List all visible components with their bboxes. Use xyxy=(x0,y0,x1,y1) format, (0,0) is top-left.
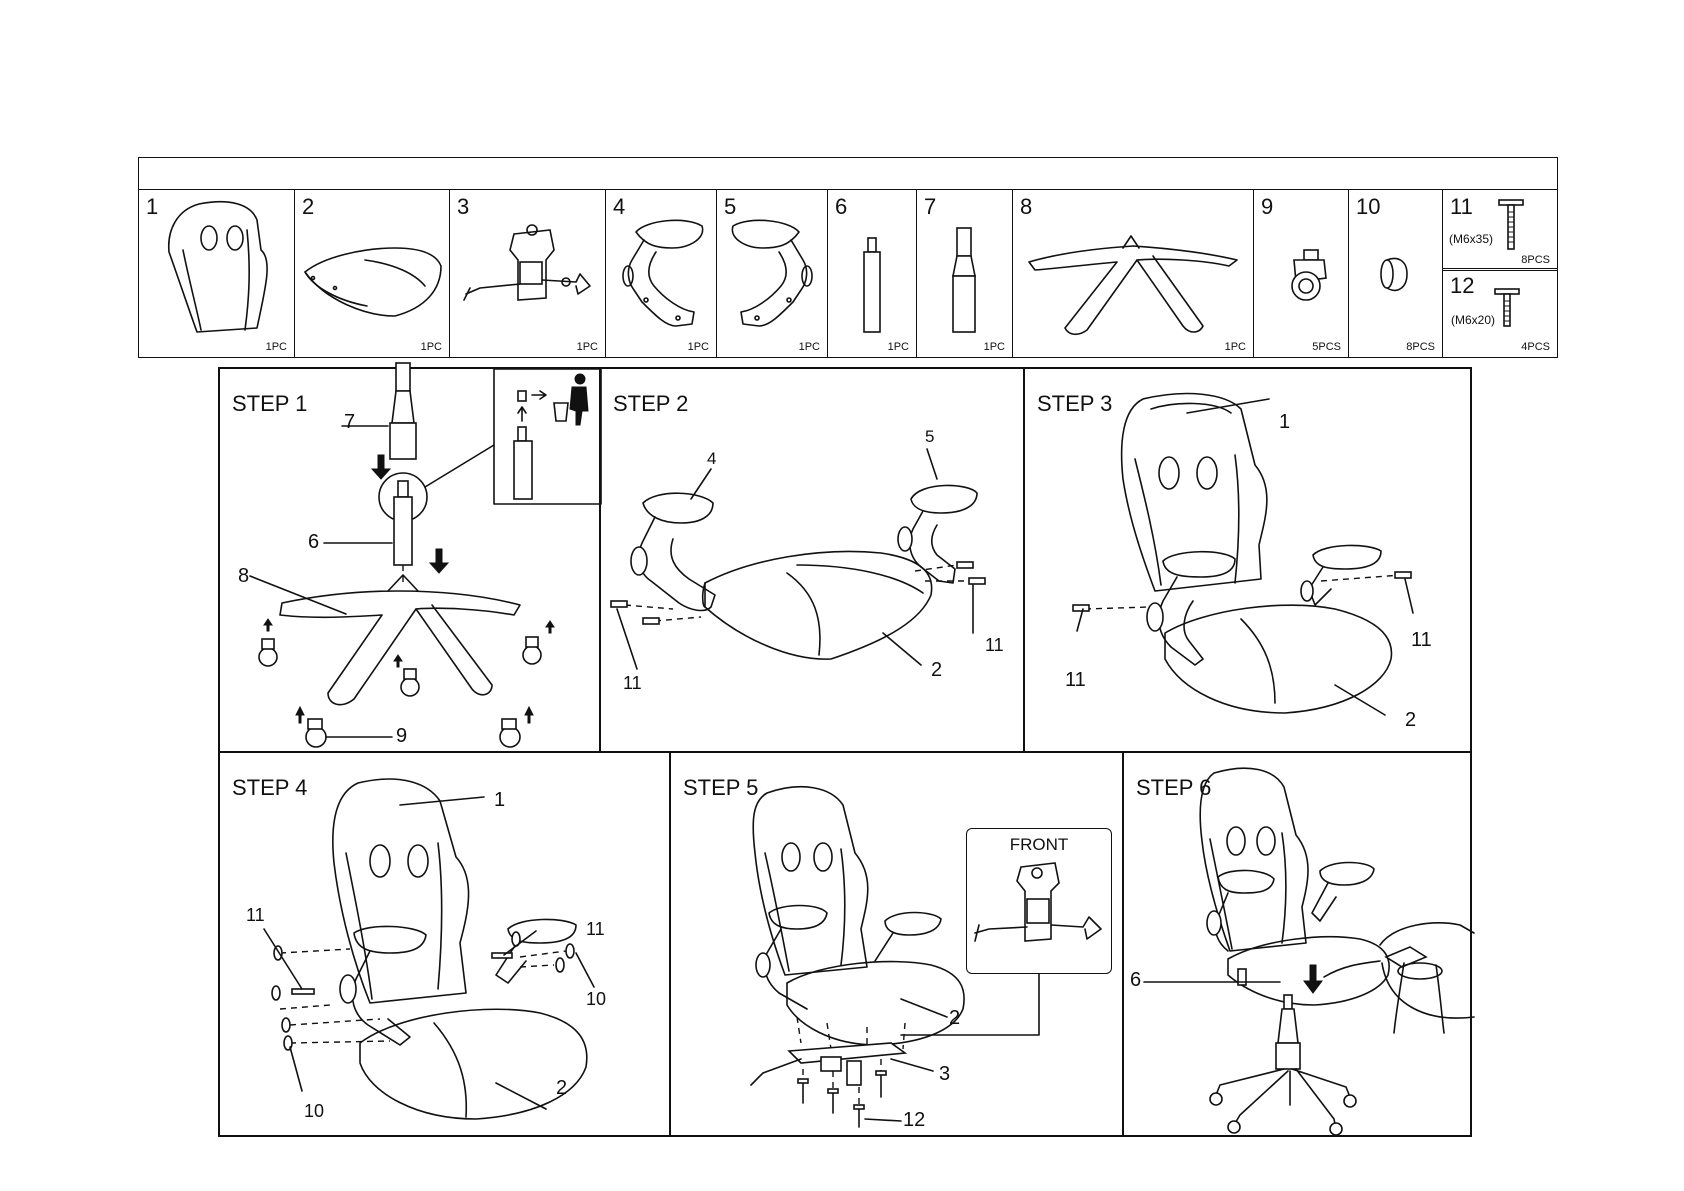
step-4-panel: STEP 4 1 11 11 10 2 10 xyxy=(218,751,671,1137)
part-number: 10 xyxy=(1356,194,1381,219)
step-title: STEP 1 xyxy=(232,391,308,416)
parts-header-bar xyxy=(138,157,1558,190)
part-number: 11 xyxy=(1450,194,1473,219)
part-quantity: 8PCS xyxy=(1406,341,1435,353)
front-label: FRONT xyxy=(1009,835,1069,854)
part-number: 4 xyxy=(613,194,626,219)
callout-11-right: 11 xyxy=(985,635,1004,655)
callout-11-right: 11 xyxy=(1411,629,1432,651)
part-quantity: 8PCS xyxy=(1521,254,1550,266)
tilt-mechanism-icon xyxy=(974,862,1102,942)
callout-4: 4 xyxy=(707,449,717,468)
part-quantity: 1PC xyxy=(687,341,709,353)
step-title: STEP 4 xyxy=(232,775,308,800)
cap-icon xyxy=(1380,257,1408,292)
callout-6: 6 xyxy=(1130,969,1142,991)
step-6-illustration xyxy=(1143,767,1475,1136)
callout-8: 8 xyxy=(238,565,250,587)
part-4: 4 1PC xyxy=(605,189,717,358)
part-quantity: 5PCS xyxy=(1312,341,1341,353)
part-spec: (M6x35) xyxy=(1449,232,1494,246)
callout-7: 7 xyxy=(344,411,356,433)
seat-cushion-icon xyxy=(304,247,442,317)
part-1: 1 1PC xyxy=(138,189,295,358)
step-title: STEP 6 xyxy=(1136,775,1212,800)
part-11: 11 (M6x35) 8PCS xyxy=(1442,189,1558,271)
part-quantity: 1PC xyxy=(983,341,1005,353)
callout-2: 2 xyxy=(931,659,943,681)
part-number: 6 xyxy=(835,194,848,219)
part-spec: (M6x20) xyxy=(1451,313,1496,327)
star-base-icon xyxy=(1028,235,1238,336)
armrest-right-icon xyxy=(731,219,813,327)
part-quantity: 1PC xyxy=(887,341,909,353)
part-quantity: 1PC xyxy=(265,341,287,353)
callout-5: 5 xyxy=(925,427,935,446)
caster-icon xyxy=(258,618,555,748)
short-bolt-icon xyxy=(1494,288,1520,327)
tilt-mechanism-icon xyxy=(463,224,591,301)
backrest-icon xyxy=(167,200,268,333)
part-6: 6 1PC xyxy=(827,189,917,358)
part-9: 9 5PCS xyxy=(1253,189,1349,358)
long-bolt-icon xyxy=(1498,199,1524,250)
part-quantity: 1PC xyxy=(420,341,442,353)
part-2: 2 1PC xyxy=(294,189,450,358)
callout-2: 2 xyxy=(556,1077,568,1099)
callout-10-right: 10 xyxy=(586,989,607,1009)
part-quantity: 1PC xyxy=(1224,341,1246,353)
part-number: 8 xyxy=(1020,194,1033,219)
step-4-illustration xyxy=(263,778,595,1120)
part-number: 3 xyxy=(457,194,470,219)
callout-11-left: 11 xyxy=(1065,669,1086,691)
step-5-panel: STEP 5 FRONT xyxy=(669,751,1124,1137)
caster-icon xyxy=(1291,249,1327,301)
part-8: 8 1PC xyxy=(1012,189,1254,358)
step-3-illustration xyxy=(1072,392,1414,716)
part-quantity: 4PCS xyxy=(1521,341,1550,353)
step-title: STEP 5 xyxy=(683,775,759,800)
callout-10-left: 10 xyxy=(304,1101,325,1121)
cylinder-cover-icon xyxy=(952,227,976,333)
step-title: STEP 2 xyxy=(613,391,689,416)
step-5-illustration xyxy=(750,786,1040,1128)
step-1-illustration xyxy=(249,362,602,748)
callout-1: 1 xyxy=(494,789,506,811)
part-number: 12 xyxy=(1450,273,1475,298)
step-2-illustration xyxy=(610,448,986,670)
armrest-left-icon xyxy=(622,219,704,327)
callout-6: 6 xyxy=(308,531,320,553)
part-number: 5 xyxy=(724,194,737,219)
step-6-panel: STEP 6 6 xyxy=(1122,751,1475,1137)
callout-11-right: 11 xyxy=(586,919,605,939)
callout-9: 9 xyxy=(396,725,408,747)
part-number: 2 xyxy=(302,194,315,219)
callout-12: 12 xyxy=(903,1109,926,1131)
callout-2: 2 xyxy=(1405,709,1417,731)
part-number: 7 xyxy=(924,194,937,219)
step-3-panel: STEP 3 1 11 11 2 xyxy=(1023,367,1472,753)
part-10: 10 8PCS xyxy=(1348,189,1443,358)
step-title: STEP 3 xyxy=(1037,391,1113,416)
part-7: 7 1PC xyxy=(916,189,1013,358)
callout-11-left: 11 xyxy=(623,673,642,693)
step-2-panel: STEP 2 4 5 11 11 2 xyxy=(599,367,1025,753)
callout-1: 1 xyxy=(1279,411,1291,433)
gas-cylinder-icon xyxy=(863,237,881,333)
part-number: 1 xyxy=(146,194,159,219)
part-5: 5 1PC xyxy=(716,189,828,358)
part-quantity: 1PC xyxy=(576,341,598,353)
step-1-panel: STEP 1 xyxy=(218,362,602,753)
part-quantity: 1PC xyxy=(798,341,820,353)
callout-11-left: 11 xyxy=(246,905,265,925)
callout-3: 3 xyxy=(939,1063,951,1085)
part-number: 9 xyxy=(1261,194,1274,219)
part-3: 3 1PC xyxy=(449,189,606,358)
part-12: 12 (M6x20) 4PCS xyxy=(1442,268,1558,358)
callout-2: 2 xyxy=(949,1007,961,1029)
